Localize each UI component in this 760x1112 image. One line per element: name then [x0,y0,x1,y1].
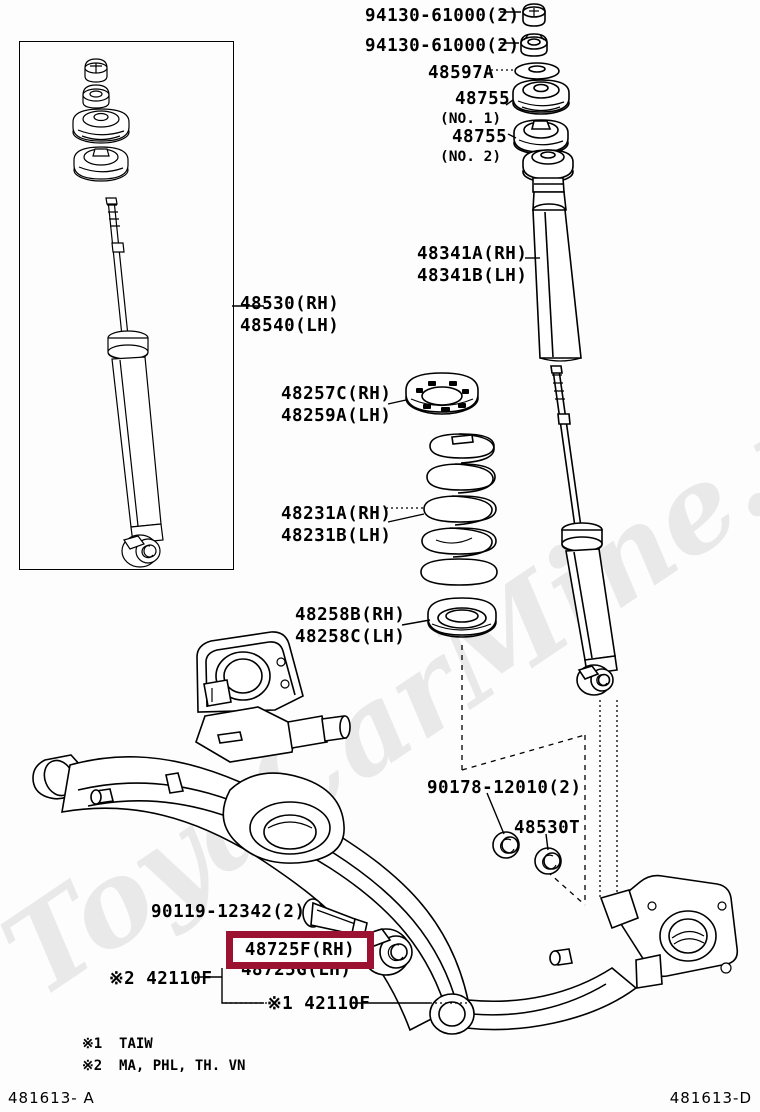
highlight-box [226,931,374,969]
part-label-l-48597a: 48597A [428,63,495,83]
leader-48258 [401,619,431,626]
shock-lower-eye [576,664,614,696]
part-label-l-90178: 90178-12010(2) [427,778,582,798]
nut-94130-b [520,33,548,57]
part-label-l-48530: 48530(RH) 48540(LH) [240,294,340,337]
inset-piston-rod [105,197,129,337]
spring-seat-upper-48257 [405,372,479,415]
inset-support-no1 [72,108,130,144]
part-label-l-48341: 48341A(RH) 48341B(LH) [417,244,528,287]
part-label-l-48257: 48257C(RH) 48259A(LH) [281,384,392,427]
inset-lower-eye-bushing [121,534,161,568]
trailing-arm-bracket-left [90,631,351,864]
footnote-1: ※1 TAIW [82,1036,153,1052]
part-label-l-no2: (NO. 2) [440,149,502,165]
part-label-l-48258: 48258B(RH) 48258C(LH) [295,605,406,648]
inset-damper-body [107,330,164,544]
nut-94130-a [522,3,546,27]
support-48755-no1 [512,79,570,115]
inset-shock-absorber-assembly [72,58,164,568]
inset-nut-upper [84,58,108,83]
inset-nut-lower [82,84,110,109]
leader-bracket-42110f [197,968,470,1004]
bushings-90178-48530t [486,792,562,875]
spring-seat-lower-48258 [427,597,497,638]
part-label-l-no1: (NO. 1) [440,111,502,127]
inset-detail-frame [19,41,234,570]
inset-support-no2 [73,146,129,182]
shock-absorber-main [550,365,618,696]
rear-axle-beam [32,631,739,1035]
label-leader-ticks [386,11,521,509]
part-label-l-48755-2: 48755 [452,127,508,147]
main-upper-small-parts [512,3,570,155]
dust-boot-48341 [522,149,582,362]
part-label-l-48530t: 48530T [514,818,581,838]
part-label-l-42110f-2: ※2 42110F [109,969,213,989]
bolt-90119-and-bushing-48725 [302,898,413,976]
part-label-l-94130-b: 94130-61000(2) [365,36,520,56]
part-label-l-94130-a: 94130-61000(2) [365,6,520,26]
corner-id-left: 481613- A [8,1089,95,1107]
part-label-l-90119: 90119-12342(2) [151,902,306,922]
part-label-l-42110f-1: ※1 42110F [267,994,371,1014]
corner-id-right: 481613-D [669,1089,752,1107]
support-48755-no2 [513,119,569,155]
coil-spring-48231 [420,433,498,586]
axle-right-hub-carrier [429,874,739,1035]
footnote-2: ※2 MA, PHL, TH. VN [82,1058,246,1074]
part-label-l-48755-1: 48755 [455,89,511,109]
washer-48597a [514,62,560,80]
leader-48257 [387,399,407,405]
highlighted-part-number: 48725F(RH) [244,940,356,960]
leader-48231 [387,513,425,523]
part-label-l-48231: 48231A(RH) 48231B(LH) [281,504,392,547]
